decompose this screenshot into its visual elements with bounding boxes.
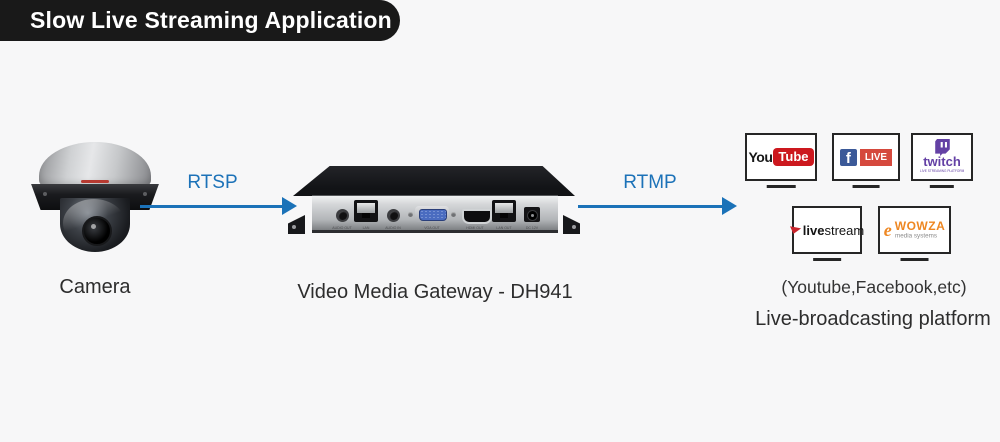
device-top-surface [293,166,575,196]
monitor-wowza: e WOWZA media systems [878,206,951,254]
port-label-vga-out: VGA OUT [424,226,440,231]
audio-in-jack-icon [389,211,398,220]
monitor-facebook-live: f LIVE [832,133,900,181]
device-mount-ear-left [288,215,305,234]
livestream-flag-icon [789,225,801,234]
camera-lens-highlight [91,224,96,229]
lan-port-icon [354,200,378,222]
twitch-glitch-icon [934,139,950,156]
camera-icon [27,140,163,255]
port-label-hdmi-out: HDMI OUT [466,226,484,231]
vga-port-icon [408,206,456,223]
port-label-lan: LAN [362,226,370,231]
rj45-inner [357,203,375,213]
rtmp-label: RTMP [623,172,677,193]
monitor-twitch: twitch LIVE STREAMING PLATFORM [911,133,973,181]
twitch-wordmark: twitch [923,154,961,169]
page-title: Slow Live Streaming Application [30,7,392,33]
gateway-device-icon: AUDIO OUT LAN AUDIO IN VGA OUT HDMI OUT … [288,166,580,236]
youtube-logo-tube: Tube [773,148,814,166]
vga-connector [419,209,447,221]
gateway-label: Video Media Gateway - DH941 [297,281,573,303]
camera-label: Camera [59,276,131,298]
hdmi-port-icon [462,209,492,224]
platform-title: Live-broadcasting platform [755,308,991,330]
screw-hole-icon [292,225,296,229]
facebook-live-badge: LIVE [859,148,893,166]
camera-screw-right [143,192,147,196]
screw-hole-icon [572,225,576,229]
wowza-swirl-icon: e [883,220,892,240]
livestream-wordmark-live: live [802,222,825,238]
camera-screw-left [43,192,47,196]
dc-pin [531,214,534,217]
rtsp-arrow-line [140,205,283,208]
port-label-dc: DC 12V [525,226,539,231]
rtsp-arrowhead-icon [282,197,297,215]
rtmp-arrowhead-icon [722,197,737,215]
title-banner: Slow Live Streaming Application [0,0,400,41]
camera-dome [60,198,130,252]
facebook-icon: f [839,148,857,166]
monitor-youtube: You Tube [745,133,817,181]
rtsp-label: RTSP [187,172,238,193]
wowza-subtitle: media systems [894,233,937,240]
vga-screw-right [451,212,456,217]
lan-out-port-icon [492,200,516,222]
rj45-inner [495,203,513,213]
port-label-lan-out: LAN OUT [496,226,512,231]
rj45-slot [362,213,370,218]
audio-out-jack-icon [338,211,347,220]
port-label-audio-in: AUDIO IN [385,226,401,231]
port-label-audio-out: AUDIO OUT [332,226,352,231]
livestream-wordmark-stream: stream [824,222,865,238]
vga-screw-left [408,212,413,217]
dc-power-jack-icon [524,207,540,222]
platform-caption: (Youtube,Facebook,etc) [781,277,967,297]
rtmp-arrow-line [578,205,723,208]
twitch-tagline: LIVE STREAMING PLATFORM [919,169,965,174]
camera-red-stripe [81,180,109,183]
camera-lens [82,216,112,246]
device-front-panel: AUDIO OUT LAN AUDIO IN VGA OUT HDMI OUT … [312,195,558,233]
rj45-slot [500,213,508,218]
device-mount-ear-right [563,215,580,234]
youtube-logo-you: You [748,149,773,165]
wowza-wordmark: WOWZA [894,219,946,233]
